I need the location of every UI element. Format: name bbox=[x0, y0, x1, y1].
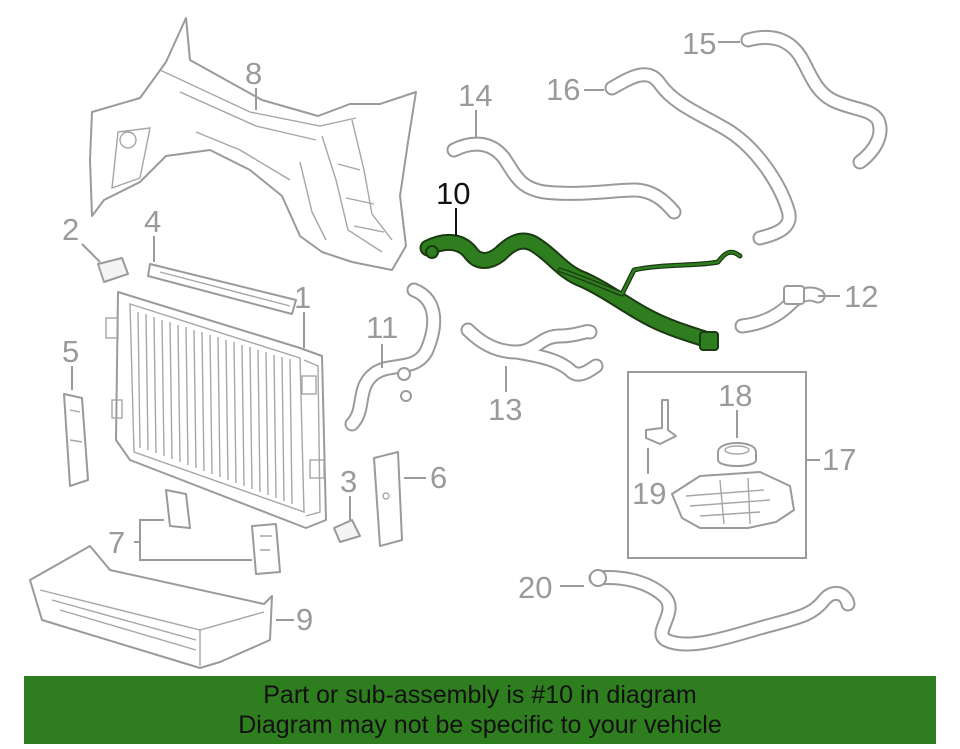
callout-11: 11 bbox=[366, 310, 398, 345]
callout-8: 8 bbox=[245, 56, 262, 91]
part-5-side-seal[interactable] bbox=[63, 393, 89, 487]
callout-17: 17 bbox=[822, 442, 856, 477]
banner-line-2: Diagram may not be specific to your vehi… bbox=[238, 711, 722, 739]
part-16-hose[interactable] bbox=[604, 67, 797, 246]
callout-4: 4 bbox=[144, 204, 161, 239]
callout-14: 14 bbox=[458, 78, 492, 113]
callout-6: 6 bbox=[430, 460, 447, 495]
part-20-hose[interactable] bbox=[588, 569, 856, 652]
callout-3: 3 bbox=[340, 464, 357, 499]
callout-2: 2 bbox=[62, 212, 79, 247]
coolant-reservoir-tank[interactable] bbox=[671, 471, 795, 529]
part-19-sensor[interactable] bbox=[645, 399, 677, 445]
callout-19: 19 bbox=[632, 476, 666, 511]
part-3-bracket[interactable] bbox=[333, 519, 361, 543]
callout-15: 15 bbox=[682, 26, 716, 61]
part-10-coolant-hose-highlighted[interactable] bbox=[419, 232, 743, 351]
callout-1: 1 bbox=[294, 280, 311, 315]
callout-20: 20 bbox=[518, 570, 552, 605]
callout-10: 10 bbox=[436, 176, 470, 211]
part-7-deflectors[interactable] bbox=[165, 489, 281, 575]
part-13-heater-hose[interactable] bbox=[460, 322, 604, 382]
leader-7 bbox=[134, 519, 252, 561]
part-4-seal[interactable] bbox=[147, 263, 297, 315]
part-8-radiator-support[interactable] bbox=[89, 17, 417, 271]
part-9-lower-shield[interactable] bbox=[29, 545, 273, 669]
part-6-side-panel[interactable] bbox=[373, 451, 403, 547]
callout-12: 12 bbox=[844, 279, 878, 314]
part-2-bracket[interactable] bbox=[97, 257, 129, 283]
part-14-hose[interactable] bbox=[446, 136, 682, 220]
callout-18: 18 bbox=[718, 378, 752, 413]
banner-line-1: Part or sub-assembly is #10 in diagram bbox=[263, 681, 697, 709]
part-12-connector[interactable] bbox=[734, 285, 826, 334]
part-17-group-box bbox=[627, 371, 807, 559]
part-11-radiator-hose[interactable] bbox=[344, 282, 442, 432]
callout-9: 9 bbox=[296, 602, 313, 637]
part-15-hose[interactable] bbox=[740, 29, 888, 170]
callout-13: 13 bbox=[488, 392, 522, 427]
info-banner: Part or sub-assembly is #10 in diagram D… bbox=[24, 676, 936, 744]
callout-5: 5 bbox=[62, 334, 79, 369]
callout-7: 7 bbox=[108, 525, 125, 560]
part-1-radiator[interactable] bbox=[105, 291, 327, 529]
leader-2 bbox=[81, 243, 101, 263]
part-18-cap[interactable] bbox=[717, 442, 757, 467]
callout-16: 16 bbox=[546, 72, 580, 107]
